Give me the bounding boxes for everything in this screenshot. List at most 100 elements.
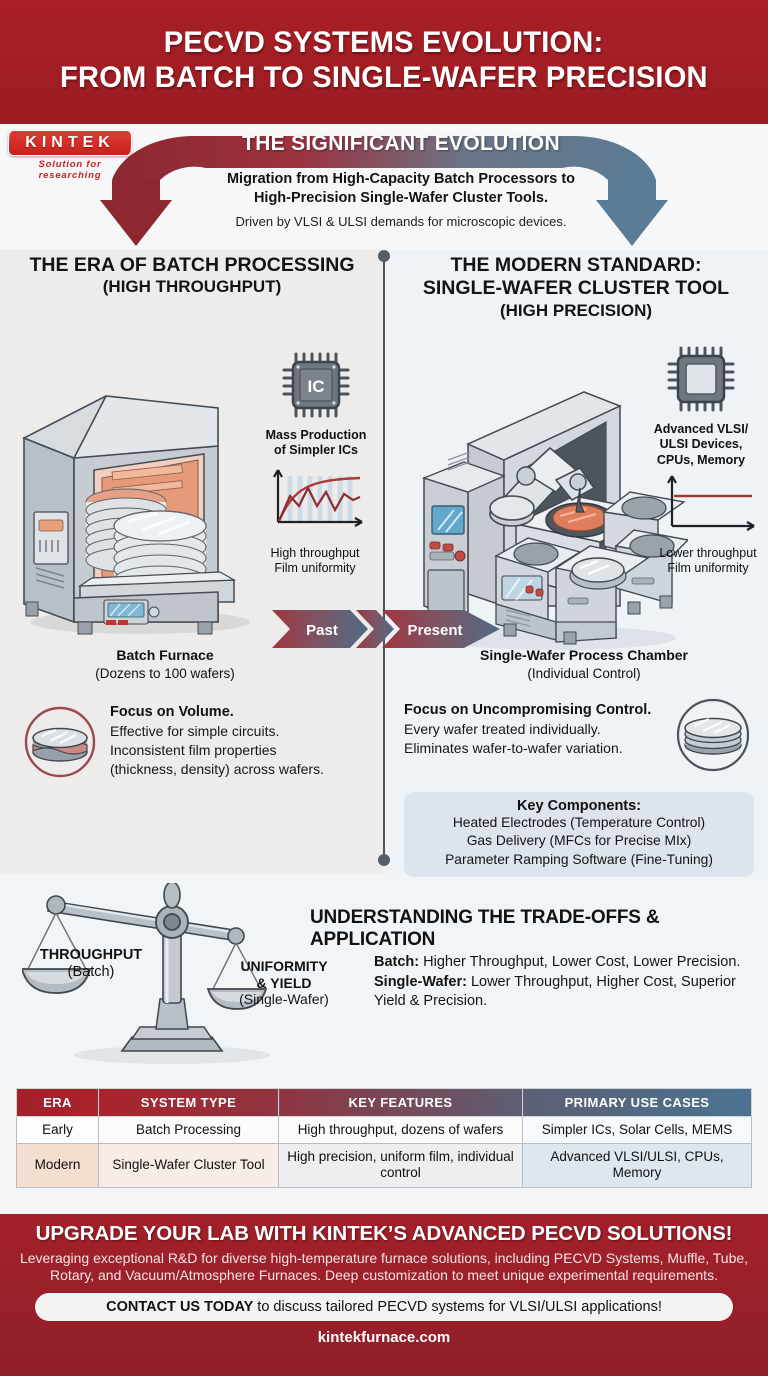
cell-era: Modern — [16, 1143, 99, 1188]
footer-paragraph: Leveraging exceptional R&D for diverse h… — [19, 1249, 749, 1284]
focus-control-line2: Eliminates wafer-to-wafer variation. — [404, 740, 623, 757]
batch-heading-sub: (HIGH THROUGHPUT) — [102, 277, 282, 297]
tradeoffs-single-line: Single-Wafer: Lower Throughput, Higher C… — [374, 973, 762, 1012]
focus-volume-block: Focus on Volume. Effective for simple ci… — [110, 702, 380, 779]
cell-primary-use-cases: Advanced VLSI/ULSI, CPUs, Memory — [522, 1143, 752, 1188]
batch-furnace-caption-title: Batch Furnace — [116, 647, 214, 663]
contact-us-rest-text: to discuss tailored PECVD systems for VL… — [253, 1299, 662, 1316]
batch-graph-label: High throughput Film uniformity — [250, 546, 380, 577]
scale-right-title-line1: UNIFORMITY — [240, 958, 328, 974]
single-wafer-chamber-caption-sub: (Individual Control) — [527, 665, 641, 681]
footer-headline: UPGRADE YOUR LAB WITH KINTEK’S ADVANCED … — [35, 1222, 733, 1245]
scale-right-sub: (Single-Wafer) — [239, 991, 329, 1008]
advanced-devices-label: Advanced VLSI/ ULSI Devices, CPUs, Memor… — [636, 422, 766, 468]
cell-system-type: Batch Processing — [98, 1115, 279, 1145]
table-header-row: ERA SYSTEM TYPE KEY FEATURES PRIMARY USE… — [16, 1088, 752, 1117]
single-wafer-heading-sub: (HIGH PRECISION) — [499, 300, 653, 320]
tradeoffs-batch-line: Batch: Higher Throughput, Lower Cost, Lo… — [374, 953, 762, 973]
focus-volume-line1: Effective for simple circuits. — [110, 723, 280, 740]
divider-dot-bottom — [378, 854, 390, 866]
focus-volume-line3: (thickness, density) across wafers. — [110, 760, 324, 777]
advanced-devices-line1: Advanced VLSI/ — [653, 422, 749, 436]
kintek-logo: KINTEK Solution for researching — [7, 130, 133, 181]
batch-furnace-caption: Batch Furnace (Dozens to 100 wafers) — [0, 646, 330, 683]
focus-volume-title: Focus on Volume. — [110, 704, 234, 720]
evolution-arch-arrow — [100, 135, 668, 246]
batch-heading: THE ERA OF BATCH PROCESSING (HIGH THROUG… — [0, 254, 384, 298]
contact-us-button[interactable]: CONTACT US TODAY to discuss tailored PEC… — [35, 1293, 733, 1322]
evolution-line3: Driven by VLSI & ULSI demands for micros… — [235, 214, 567, 229]
cluster-tool-illustration — [421, 391, 688, 650]
focus-control-line1: Every wafer treated individually. — [404, 721, 601, 738]
scale-left-sub: (Batch) — [67, 964, 115, 981]
evolution-heading: THE SIGNIFICANT EVOLUTION — [242, 132, 560, 155]
mass-production-label: Mass Production of Simpler ICs — [248, 428, 384, 459]
table-row: Early Batch Processing High throughput, … — [16, 1115, 752, 1145]
mass-production-block: IC Mass Production of Simpler ICs — [248, 350, 384, 459]
advanced-devices-line2: ULSI Devices, — [659, 437, 743, 452]
evolution-line1: Migration from High-Capacity Batch Proce… — [226, 171, 576, 187]
key-components-title: Key Components: — [516, 798, 642, 814]
key-component-item: Parameter Ramping Software (Fine-Tuning) — [445, 851, 713, 867]
tradeoffs-single-text: Lower Throughput, Higher Cost, Superior … — [374, 973, 736, 1010]
contact-us-bold-text: CONTACT US TODAY — [106, 1299, 254, 1316]
footer-website-url[interactable]: kintekfurnace.com — [317, 1329, 451, 1347]
single-wafer-graph-label: Lower throughput Film uniformity — [648, 546, 768, 577]
column-divider — [383, 256, 385, 856]
comparison-section: THE ERA OF BATCH PROCESSING (HIGH THROUG… — [0, 250, 768, 874]
svg-text:IC: IC — [308, 377, 325, 396]
single-wafer-heading-line1: THE MODERN STANDARD: — [450, 254, 702, 276]
cell-era: Early — [16, 1115, 99, 1145]
single-wafer-chamber-caption-title: Single-Wafer Process Chamber — [480, 647, 688, 663]
logo-tagline: Solution for researching — [38, 159, 102, 181]
batch-graph-block: High throughput Film uniformity — [250, 462, 380, 577]
key-components-box: Key Components: Heated Electrodes (Tempe… — [404, 792, 754, 878]
page-title-line1: PECVD SYSTEMS EVOLUTION: — [164, 25, 604, 59]
focus-control-block: Focus on Uncompromising Control. Every w… — [404, 700, 704, 758]
wafer-stack-icon-right — [676, 698, 750, 772]
single-wafer-chamber-caption: Single-Wafer Process Chamber (Individual… — [400, 646, 768, 683]
cell-key-features: High throughput, dozens of wafers — [278, 1115, 523, 1145]
scale-left-title: THROUGHPUT — [39, 947, 143, 963]
single-wafer-graph-block: Lower throughput Film uniformity — [648, 468, 768, 577]
page-title-line2: FROM BATCH TO SINGLE-WAFER PRECISION — [60, 61, 708, 94]
scale-right-title-line2: & YIELD — [256, 974, 312, 991]
table-header-primary-use-cases: PRIMARY USE CASES — [522, 1088, 752, 1117]
batch-graph-line1: High throughput — [270, 546, 360, 560]
mass-production-line1: Mass Production — [265, 428, 367, 442]
wafer-stack-icon-left — [24, 706, 96, 778]
tradeoffs-batch-text: Higher Throughput, Lower Cost, Lower Pre… — [419, 954, 741, 970]
single-wafer-graph-line1: Lower throughput — [659, 546, 757, 560]
key-component-item: Gas Delivery (MFCs for Precise MIx) — [466, 833, 692, 849]
table-header-era: ERA — [16, 1088, 99, 1117]
ic-chip-icon: IC — [282, 352, 350, 418]
past-present-timeline-arrow: Past Present — [272, 610, 500, 648]
logo-box: KINTEK — [7, 130, 133, 156]
evolution-banner: KINTEK Solution for researching THE SIGN… — [0, 124, 768, 250]
single-wafer-heading: THE MODERN STANDARD: SINGLE-WAFER CLUSTE… — [384, 254, 768, 321]
cell-system-type: Single-Wafer Cluster Tool — [98, 1143, 279, 1188]
key-component-item: Heated Electrodes (Temperature Control) — [452, 815, 706, 830]
tradeoffs-batch-label: Batch: — [374, 954, 420, 970]
evolution-line2: High-Precision Single-Wafer Cluster Tool… — [253, 189, 549, 206]
batch-graph-line2: Film uniformity — [274, 561, 356, 576]
single-wafer-heading-line2: SINGLE-WAFER CLUSTER TOOL — [422, 277, 730, 300]
focus-volume-line2: Inconsistent film properties — [110, 742, 277, 759]
focus-control-title: Focus on Uncompromising Control. — [404, 702, 652, 718]
batch-furnace-caption-sub: (Dozens to 100 wafers) — [95, 665, 235, 681]
present-label: Present — [407, 622, 462, 639]
tradeoffs-body: Batch: Higher Throughput, Lower Cost, Lo… — [374, 953, 762, 1012]
batch-heading-main: THE ERA OF BATCH PROCESSING — [29, 254, 355, 276]
table-header-system-type: SYSTEM TYPE — [98, 1088, 279, 1117]
table-row: Modern Single-Wafer Cluster Tool High pr… — [16, 1143, 752, 1188]
logo-text: KINTEK — [25, 134, 115, 151]
comparison-table: ERA SYSTEM TYPE KEY FEATURES PRIMARY USE… — [16, 1088, 752, 1188]
tradeoffs-single-label: Single-Wafer: — [374, 973, 467, 990]
lower-throughput-chart — [667, 475, 755, 531]
divider-dot-top — [378, 250, 390, 262]
single-wafer-graph-line2: Film uniformity — [667, 561, 749, 576]
scale-right-label: UNIFORMITY & YIELD (Single-Wafer) — [210, 958, 358, 1008]
tradeoffs-title: UNDERSTANDING THE TRADE-OFFS & APPLICATI… — [310, 907, 660, 950]
page-header: PECVD SYSTEMS EVOLUTION: FROM BATCH TO S… — [0, 0, 768, 124]
cell-key-features: High precision, uniform film, individual… — [278, 1143, 523, 1188]
